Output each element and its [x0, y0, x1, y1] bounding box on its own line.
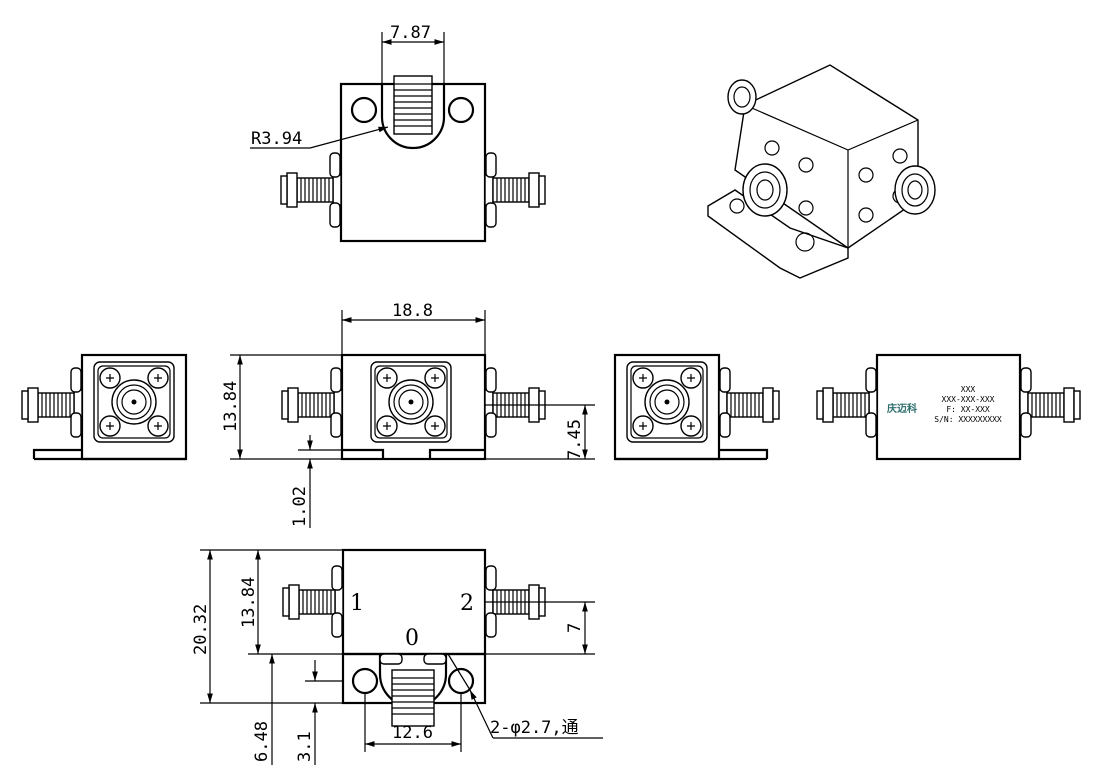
label-line-4: S/N: XXXXXXXXX [934, 415, 1002, 424]
dim-bottom-total: 20.32 [191, 604, 211, 655]
rear-view: 庆迈科 XXX XXX-XXX-XXX F: XX-XXX S/N: XXXXX… [816, 353, 1081, 461]
right-side-view [613, 353, 780, 461]
label-line-2: XXX-XXX-XXX [942, 395, 995, 404]
dim-front-flange: 1.02 [290, 486, 310, 527]
label-line-3: F: XX-XXX [946, 405, 990, 414]
product-logo: 庆迈科 [886, 402, 917, 415]
bottom-view: 1 2 0 20.32 13.84 7 6.48 3.1 12.6 [191, 548, 603, 765]
port-2-label: 2 [460, 591, 474, 616]
isometric-view [707, 64, 936, 279]
dim-bottom-body: 13.84 [239, 577, 259, 628]
port-0-label: 0 [405, 626, 419, 651]
port-1-label: 1 [350, 591, 364, 616]
dim-front-height: 13.84 [221, 381, 241, 432]
dim-top-radius: R3.94 [251, 129, 302, 149]
front-view: 18.8 13.84 7.45 1.02 [221, 301, 595, 528]
dim-bottom-port: 7 [565, 623, 585, 633]
dim-bottom-holes: 2-φ2.7,通 [490, 718, 579, 738]
label-line-1: XXX [961, 385, 976, 394]
dim-bottom-hole-span: 12.6 [392, 723, 433, 743]
top-view: 7.87 R3.94 [250, 23, 546, 243]
dim-front-width: 18.8 [392, 301, 433, 321]
dim-top-width: 7.87 [390, 23, 431, 43]
dim-bottom-hole-offset: 3.1 [295, 731, 315, 762]
dim-front-port-height: 7.45 [565, 419, 585, 460]
left-side-view [21, 353, 188, 461]
dim-bottom-flange: 6.48 [252, 721, 272, 762]
